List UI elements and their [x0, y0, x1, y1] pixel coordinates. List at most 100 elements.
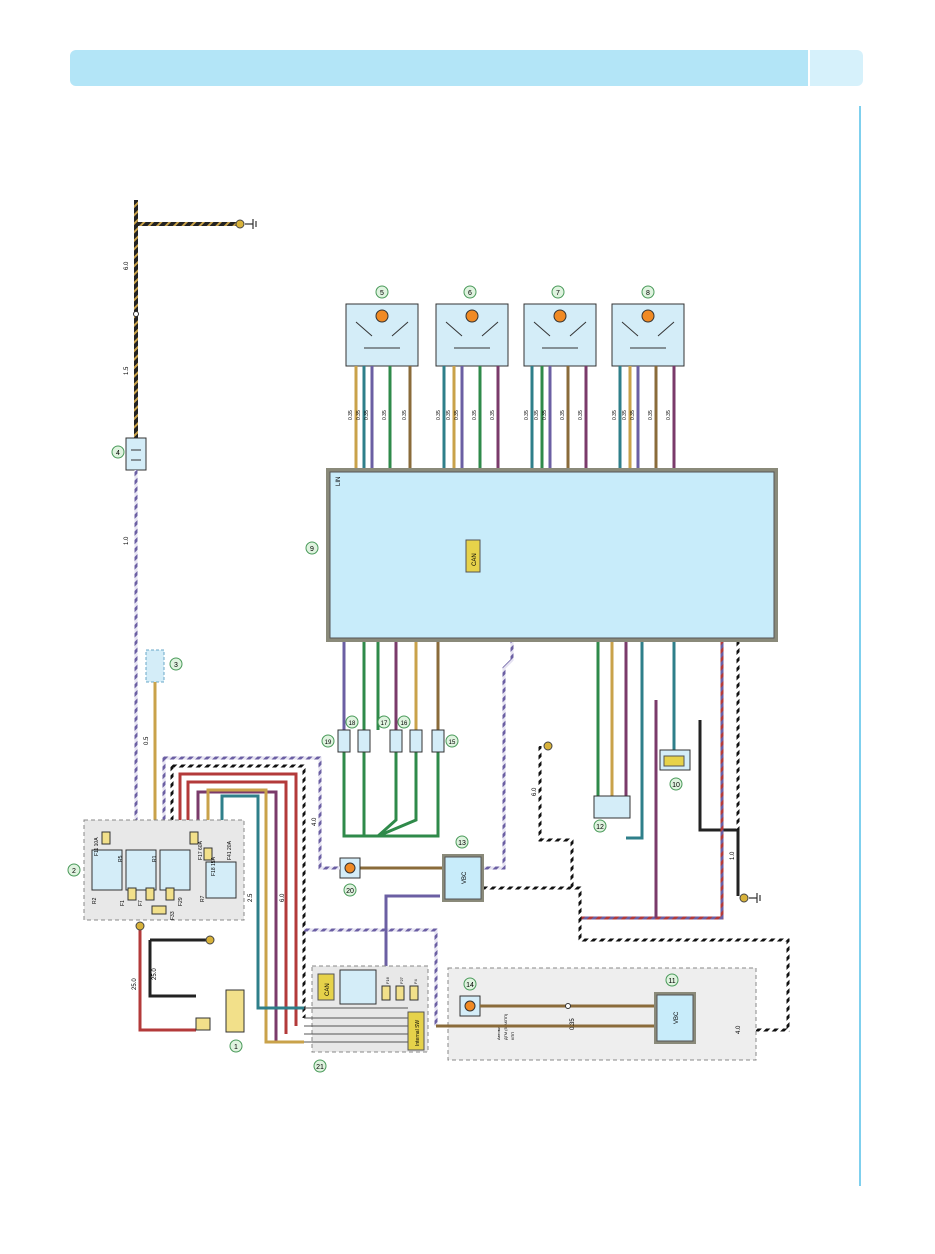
- motor-unit-7: 7: [523, 285, 597, 367]
- callout-4: [111, 445, 125, 459]
- component-4-box: [125, 437, 147, 471]
- callout-10: [669, 777, 683, 791]
- header-tab: [810, 50, 863, 86]
- motor-icon: [553, 309, 567, 323]
- ground-icon: [245, 219, 257, 229]
- callout-12: [593, 819, 607, 833]
- callout-20: [343, 883, 357, 897]
- header-bar: [70, 50, 808, 86]
- block-2-fuse-label: F17 60A: [198, 840, 204, 860]
- svg-text:0.35: 0.35: [612, 410, 618, 420]
- callout-2-label: 2: [72, 868, 76, 875]
- callout-2: [67, 863, 81, 877]
- unit-13-label: VBC: [462, 871, 468, 884]
- wire-label-1-0-right: 1.0: [730, 851, 736, 860]
- svg-text:0.35: 0.35: [402, 410, 408, 420]
- callout-11-label: 11: [668, 978, 675, 985]
- module-21-fuse: [395, 985, 405, 1001]
- motor-unit-8: 8: [611, 285, 685, 367]
- block-2-relay-label: R5: [118, 855, 124, 862]
- module-21-can-badge: [317, 973, 335, 1001]
- callout-8-label: 8: [646, 290, 650, 297]
- svg-text:0.35: 0.35: [666, 410, 672, 420]
- wires-9-12: [596, 642, 644, 840]
- callout-14-label: 14: [466, 982, 474, 989]
- component-3-box: [145, 649, 165, 683]
- callout-6-label: 6: [468, 290, 472, 297]
- callout-13-label: 13: [458, 840, 466, 847]
- wire-9-red: [580, 642, 724, 920]
- svg-text:0.35: 0.35: [630, 410, 636, 420]
- svg-text:0.35: 0.35: [648, 410, 654, 420]
- block-2-fuse-label: F41 20A: [227, 840, 233, 860]
- svg-text:0.35: 0.35: [524, 410, 530, 420]
- battery-terminal: [135, 921, 145, 931]
- block-2-fuses: [101, 831, 213, 915]
- module-21-can-label: CAN: [325, 983, 331, 996]
- svg-text:0.35: 0.35: [436, 410, 442, 420]
- module-9-lin-label: LIN: [336, 477, 342, 486]
- svg-text:0.35: 0.35: [542, 410, 548, 420]
- svg-text:0.35: 0.35: [364, 410, 370, 420]
- sensor-17: 17: [377, 715, 403, 753]
- svg-text:0.35: 0.35: [454, 410, 460, 420]
- svg-text:0.35: 0.35: [578, 410, 584, 420]
- callout-13: [455, 835, 469, 849]
- module-21-internal-sw: [407, 1011, 425, 1051]
- sensor-wires: [342, 642, 440, 838]
- motor-icon: [375, 309, 389, 323]
- callout-12-label: 12: [596, 824, 604, 831]
- motor-icon: [465, 309, 479, 323]
- bus-wires: [162, 756, 790, 1044]
- page-rule: [859, 106, 861, 1186]
- wire-label-6-0-b: 6.0: [280, 893, 286, 902]
- block-2-relays: [91, 849, 237, 899]
- ground-terminal-top: [235, 219, 245, 229]
- unit-11-group: [447, 967, 757, 1061]
- module-9-body: [329, 471, 775, 639]
- callout-17-label: 17: [381, 721, 388, 727]
- unit-13-body: [444, 856, 482, 900]
- callout-9: [305, 541, 319, 555]
- module-21-fuse-label: F16: [385, 976, 390, 984]
- motor-unit-5: 5: [345, 285, 419, 367]
- sensor-19: 19: [321, 729, 351, 753]
- ground-wire-top: [134, 200, 240, 440]
- battery-fuse: [195, 1017, 211, 1031]
- svg-text:0.35: 0.35: [356, 410, 362, 420]
- block-2-relay-label: R7: [200, 895, 206, 902]
- callout-3-label: 3: [174, 662, 178, 669]
- ground-terminal-battery: [205, 935, 215, 945]
- lamp-icon: [464, 1000, 476, 1012]
- callout-7-label: 7: [556, 290, 560, 297]
- callout-4-label: 4: [116, 450, 120, 457]
- note-14-line: Автомат: [496, 1024, 501, 1040]
- unit-11-body: [656, 994, 694, 1042]
- module-21-fuse: [409, 985, 419, 1001]
- callout-21: [313, 1059, 327, 1073]
- block-2-fuse-label: F7: [138, 900, 144, 906]
- wire-label-6-0: 6.0: [124, 261, 130, 270]
- sensor-18: 18: [345, 715, 371, 753]
- ground-icon: [749, 893, 761, 903]
- wire-label-4-0-b: 4.0: [736, 1025, 742, 1034]
- module-9-can-badge: [465, 539, 481, 573]
- svg-text:0.35: 0.35: [560, 410, 566, 420]
- callout-21-label: 21: [316, 1064, 324, 1071]
- module-21-fuse-label: F4: [413, 979, 418, 984]
- wire-label-2-5: 2.5: [248, 893, 254, 902]
- callout-3: [169, 657, 183, 671]
- svg-text:0.35: 0.35: [622, 410, 628, 420]
- callout-5-label: 5: [380, 290, 384, 297]
- block-2-relay-label: R1: [152, 855, 158, 862]
- battery-box: [225, 989, 245, 1033]
- ground-terminal-mid: [543, 741, 553, 751]
- module-21-internal-label: Internal SW: [415, 1020, 421, 1046]
- module-21-fuse-label: F27: [399, 976, 404, 984]
- callout-20-label: 20: [346, 888, 354, 895]
- wire-joint: [565, 1003, 571, 1009]
- lamp-icon: [344, 862, 356, 874]
- sensor-15: 15: [431, 729, 459, 753]
- callout-19-label: 19: [325, 740, 332, 746]
